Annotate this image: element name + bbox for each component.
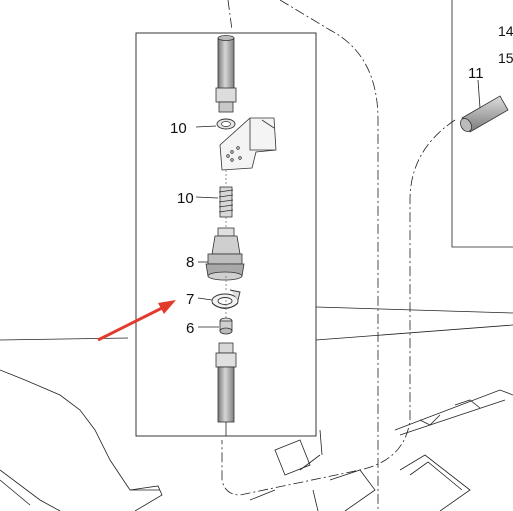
hose-route-loop — [221, 119, 456, 496]
hose-route-outline — [279, 0, 379, 511]
callout-14: 14 — [498, 23, 513, 39]
hose-top — [215, 35, 237, 113]
part-11-hose — [460, 79, 509, 133]
pointer-arrow — [97, 300, 176, 342]
callout-6: 6 — [186, 320, 194, 337]
callout-8: 8 — [186, 254, 194, 271]
callout-labels: 10 10 8 7 6 11 14 15 — [170, 23, 513, 337]
hose-bottom — [215, 170, 237, 436]
part-6-fitting — [198, 317, 233, 335]
part-7-clip — [197, 289, 241, 309]
callout-10-upper: 10 — [170, 120, 187, 137]
callout-15: 15 — [498, 50, 513, 66]
part-10-lower — [195, 186, 234, 218]
right-panel-border — [451, 0, 513, 248]
part-10-upper — [195, 118, 236, 130]
callout-10-lower: 10 — [177, 190, 194, 207]
part-8-coupling — [198, 227, 245, 281]
mounting-bracket — [219, 117, 277, 171]
hose-route-outline-2 — [227, 0, 233, 31]
callout-7: 7 — [186, 291, 194, 308]
callout-11: 11 — [468, 65, 484, 82]
